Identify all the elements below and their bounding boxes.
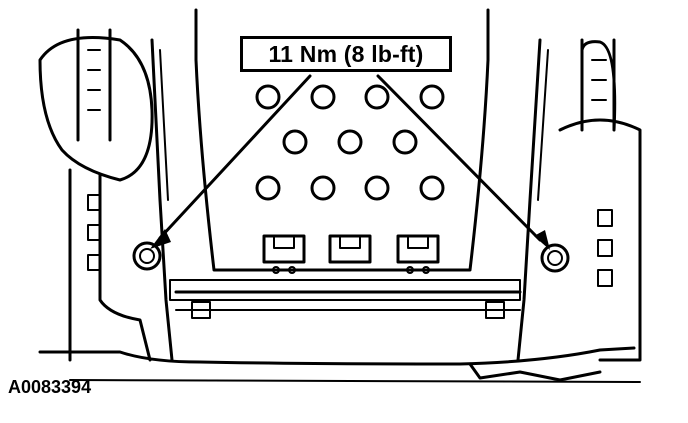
bolt-icon bbox=[132, 241, 162, 271]
connector-clip bbox=[396, 234, 440, 274]
leader-arrow-left bbox=[150, 74, 312, 249]
leader-arrow-right bbox=[376, 74, 550, 250]
connector-clip bbox=[262, 234, 306, 274]
left-seat-frame bbox=[38, 28, 174, 362]
torque-callout: 11 Nm (8 lb-ft) bbox=[240, 36, 452, 72]
connector-clips bbox=[262, 234, 440, 274]
figure-id: A0083394 bbox=[8, 377, 92, 397]
connector-clip bbox=[328, 234, 372, 264]
bolt-icon bbox=[540, 243, 570, 273]
seat-track-rail bbox=[174, 290, 522, 319]
floor-profile bbox=[38, 346, 641, 383]
torque-label: 11 Nm (8 lb-ft) bbox=[268, 40, 424, 67]
perforation-holes bbox=[255, 84, 445, 201]
seat-pan-plate bbox=[169, 8, 521, 301]
right-seat-frame bbox=[516, 38, 642, 362]
